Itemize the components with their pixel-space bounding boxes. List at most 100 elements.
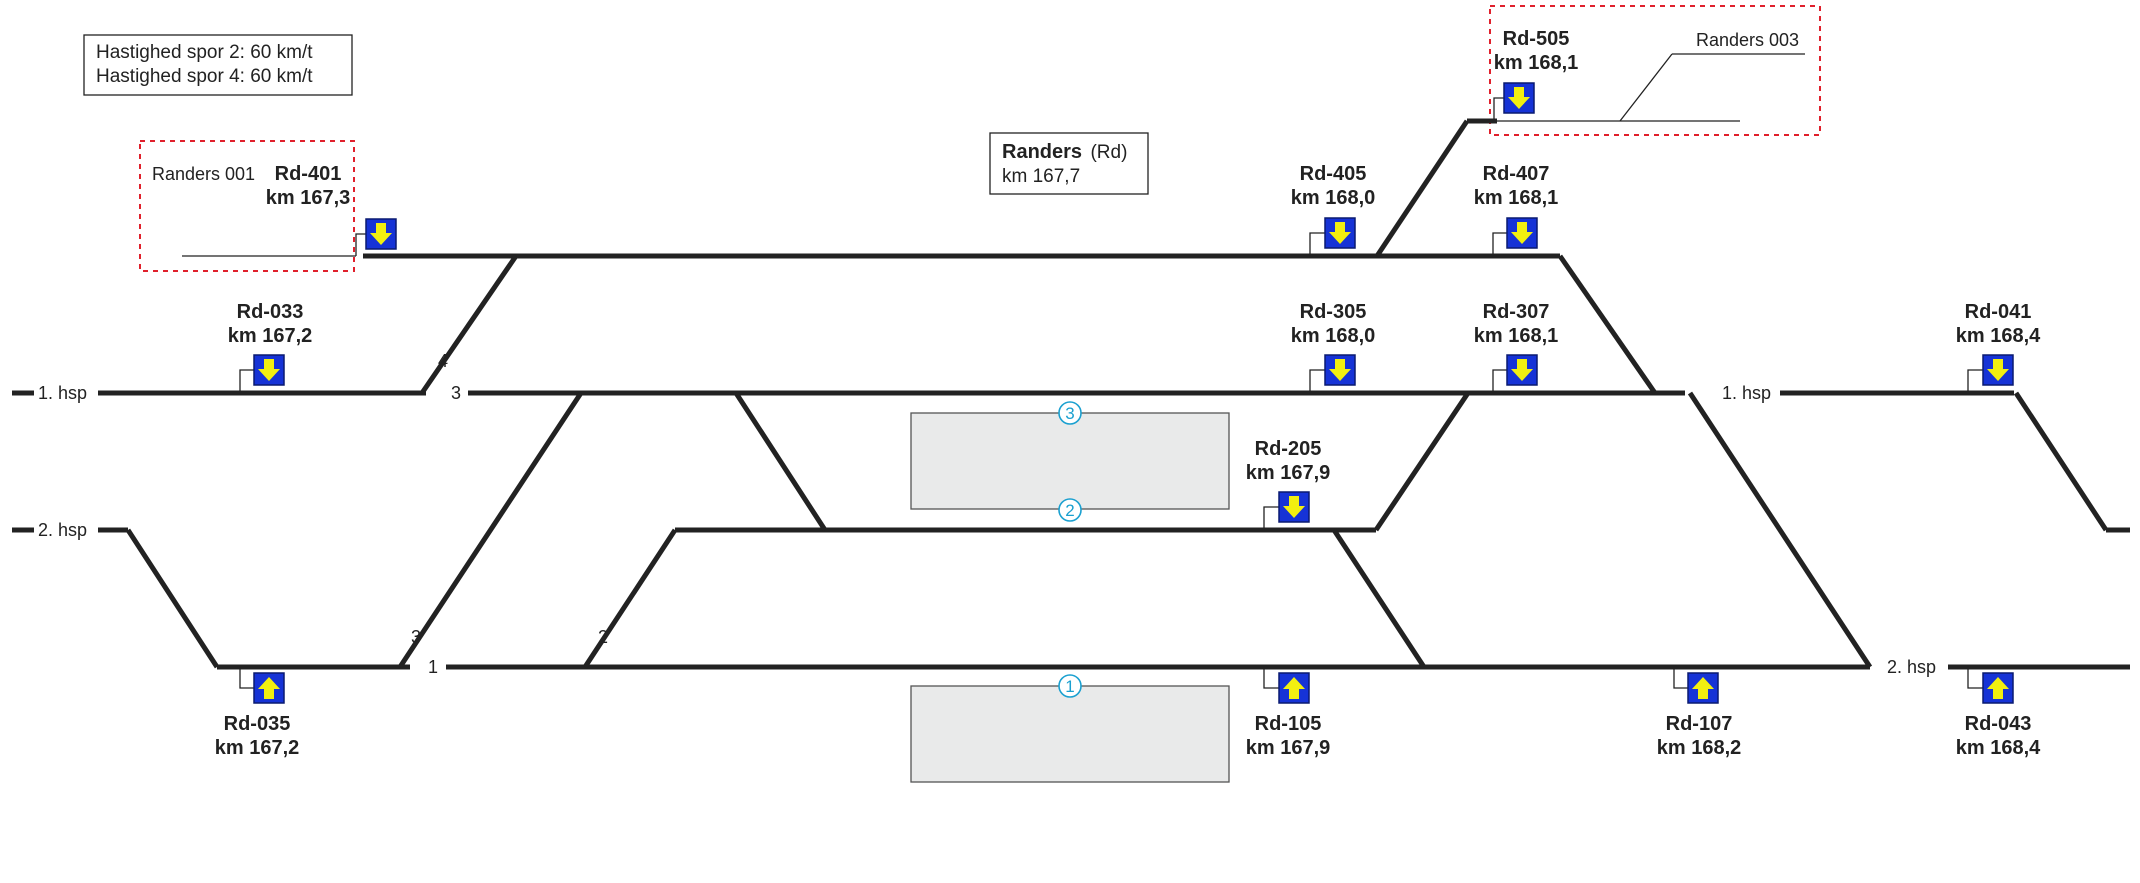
track-2-number: 2 xyxy=(598,627,608,647)
signal-id: Rd-041 xyxy=(1965,301,2032,323)
tracks xyxy=(12,118,2130,670)
main-line-2-label-right: 2. hsp xyxy=(1887,657,1936,677)
station-box: Randers (Rd) km 167,7 xyxy=(989,132,1149,195)
switch-2hsp-1 xyxy=(125,528,220,669)
platform-1-marker xyxy=(1058,674,1082,698)
signal-connector xyxy=(1493,97,1504,121)
svg-text:Randers (Rd): Randers (Rd) xyxy=(1002,141,1127,163)
arrow-down-icon xyxy=(258,359,280,381)
platform-2-3: 3 2 xyxy=(910,401,1230,522)
zone-frame xyxy=(1489,5,1821,136)
switch-3-2 xyxy=(733,391,828,532)
arrow-down-icon xyxy=(1511,222,1533,244)
signal-connector xyxy=(1673,667,1688,689)
main-line-1-label-right: 1. hsp xyxy=(1722,383,1771,403)
platform-1-number: 1 xyxy=(1065,677,1074,696)
arrow-up-icon xyxy=(258,677,280,699)
arrow-down-icon xyxy=(1329,222,1351,244)
platform-block xyxy=(910,685,1230,783)
signal-id: Rd-305 xyxy=(1300,301,1367,323)
leader-line xyxy=(1619,53,1673,122)
signal-connector xyxy=(1263,667,1279,689)
signal-km: km 168,1 xyxy=(1474,187,1559,209)
arrow-up-icon xyxy=(1283,677,1305,699)
zone-label: Randers 001 xyxy=(152,164,255,184)
speed-track-2: Hastighed spor 2: 60 km/t xyxy=(96,42,313,63)
signal-id: Rd-307 xyxy=(1483,301,1550,323)
signal-connector xyxy=(1309,369,1325,393)
station-km: km 167,7 xyxy=(1002,166,1080,187)
speed-info-frame xyxy=(83,34,353,96)
switch-3-1-right xyxy=(1687,391,1873,669)
platform-2-marker xyxy=(1058,498,1082,522)
speed-track-4: Hastighed spor 4: 60 km/t xyxy=(96,66,313,87)
signal-km: km 168,1 xyxy=(1494,52,1579,74)
signal-connector xyxy=(1492,369,1507,393)
switch-4-3-right xyxy=(1557,254,1658,395)
track-3-number-lower: 3 xyxy=(411,627,421,647)
arrow-down-icon xyxy=(1511,359,1533,381)
arrow-down-icon xyxy=(1508,87,1530,109)
signal-id: Rd-105 xyxy=(1255,713,1322,735)
arrow-down-icon xyxy=(1987,359,2009,381)
station-code: (Rd) xyxy=(1090,142,1127,163)
signal-id: Rd-407 xyxy=(1483,163,1550,185)
zone-label: Randers 003 xyxy=(1696,30,1799,50)
signal-connector xyxy=(1492,232,1507,256)
platform-2-number: 2 xyxy=(1065,501,1074,520)
signal-id: Rd-107 xyxy=(1666,713,1733,735)
signal-id: Rd-401 xyxy=(275,163,342,185)
switch-2-1 xyxy=(582,528,678,669)
signal-id: Rd-043 xyxy=(1965,713,2032,735)
main-line-2-label-left: 2. hsp xyxy=(38,520,87,540)
switch-4-3 xyxy=(419,254,519,395)
arrow-up-icon xyxy=(1692,677,1714,699)
signal-id: Rd-205 xyxy=(1255,438,1322,460)
signal-km: km 167,2 xyxy=(228,325,313,347)
signal-km: km 168,4 xyxy=(1956,325,2041,347)
platform-3-number: 3 xyxy=(1065,404,1074,423)
track-4-number: 4 xyxy=(438,351,448,371)
platform-block xyxy=(910,412,1230,510)
signal-km: km 167,9 xyxy=(1246,737,1331,759)
signal-connector xyxy=(239,369,254,393)
arrow-down-icon xyxy=(1283,496,1305,518)
zone-frame xyxy=(139,140,355,272)
switch-3-1 xyxy=(397,391,584,669)
signal-id: Rd-405 xyxy=(1300,163,1367,185)
signal-km: km 168,2 xyxy=(1657,737,1742,759)
zone-randers-001: Randers 001 xyxy=(139,140,356,272)
signal-connector xyxy=(1967,369,1983,393)
signal-km: km 168,0 xyxy=(1291,325,1376,347)
signal-km: km 167,9 xyxy=(1246,462,1331,484)
signal-connector xyxy=(239,667,254,689)
signal-connector xyxy=(1967,667,1983,689)
arrow-down-icon xyxy=(370,223,392,245)
signal-km: km 167,2 xyxy=(215,737,300,759)
signal-km: km 168,1 xyxy=(1474,325,1559,347)
zone-randers-003: Randers 003 xyxy=(1489,5,1821,136)
signal-km: km 168,4 xyxy=(1956,737,2041,759)
track-3-number: 3 xyxy=(451,383,461,403)
speed-info-box: Hastighed spor 2: 60 km/t Hastighed spor… xyxy=(83,34,353,96)
signal-km: km 168,0 xyxy=(1291,187,1376,209)
station-name: Randers xyxy=(1002,141,1082,163)
signal-connector xyxy=(1263,506,1279,530)
signal-km: km 167,3 xyxy=(266,187,351,209)
signal-id: Rd-505 xyxy=(1503,28,1570,50)
track-labels: 1. hsp 2. hsp 1. hsp 2. hsp 4 3 3 1 2 xyxy=(38,351,1936,677)
switch-2-1-right xyxy=(1331,528,1427,669)
arrow-down-icon xyxy=(1329,359,1351,381)
